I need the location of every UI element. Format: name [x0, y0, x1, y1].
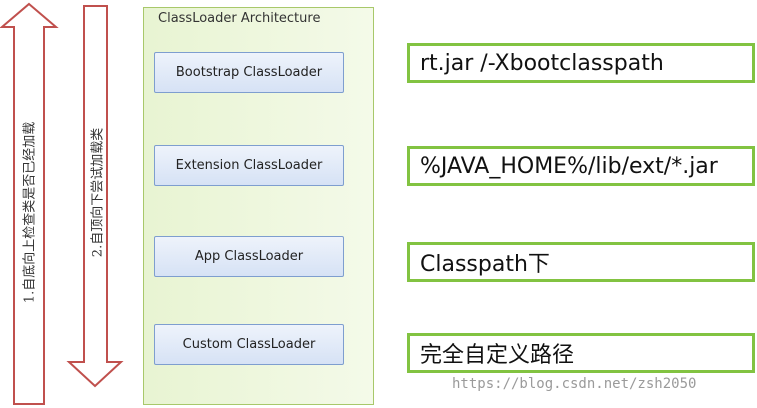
up-arrow-label: 1.自底向上检查类是否已经加载	[22, 121, 38, 304]
extension-path-box: %JAVA_HOME%/lib/ext/*.jar	[407, 146, 755, 186]
custom-classloader-box: Custom ClassLoader	[154, 324, 344, 365]
panel-title: ClassLoader Architecture	[158, 11, 321, 26]
custom-path-box: 完全自定义路径	[407, 333, 755, 373]
down-arrow	[66, 5, 124, 388]
app-classloader-box: App ClassLoader	[154, 236, 344, 277]
bootstrap-classloader-box: Bootstrap ClassLoader	[154, 52, 344, 93]
classloader-architecture-panel: ClassLoader Architecture Bootstrap Class…	[143, 7, 374, 405]
bootstrap-path-box: rt.jar /-Xbootclasspath	[407, 43, 755, 83]
down-arrow-label: 2.自顶向下尝试加载类	[90, 127, 106, 258]
up-arrow	[0, 2, 59, 405]
watermark: https://blog.csdn.net/zsh2050	[452, 376, 697, 392]
arrows-layer	[0, 2, 124, 405]
app-path-box: Classpath下	[407, 242, 755, 282]
extension-classloader-box: Extension ClassLoader	[154, 145, 344, 186]
